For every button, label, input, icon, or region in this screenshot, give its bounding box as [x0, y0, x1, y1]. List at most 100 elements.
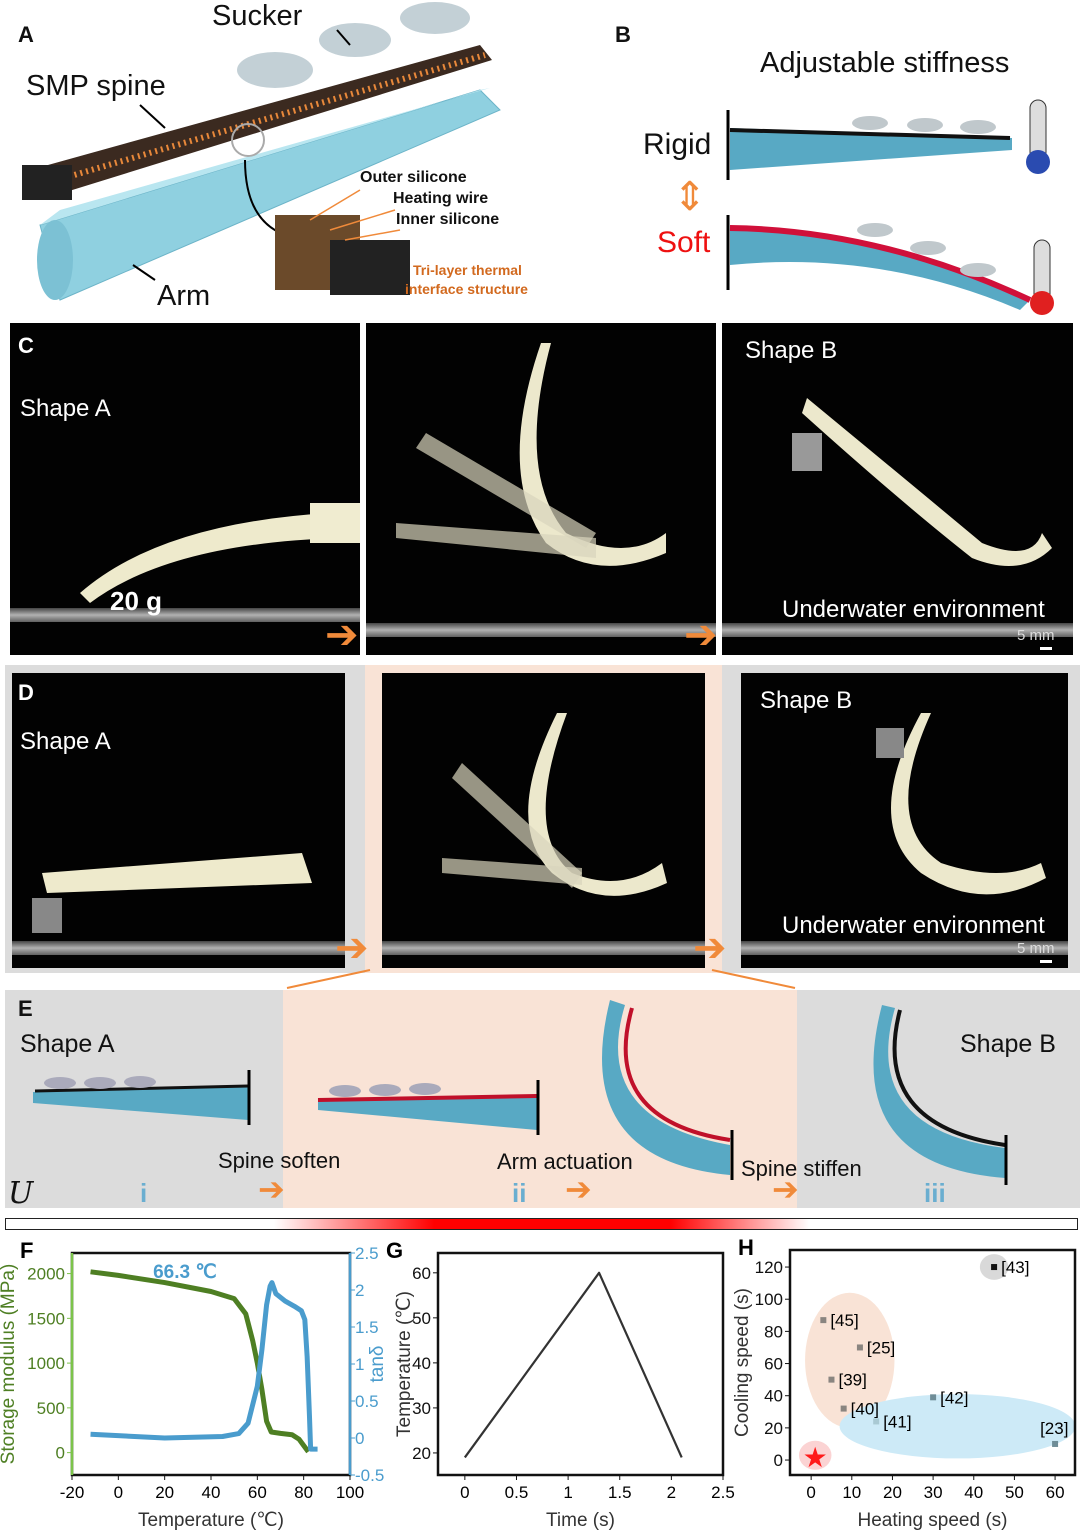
x-tick-label: 0 — [806, 1483, 815, 1502]
x-tick-label: 50 — [1005, 1483, 1024, 1502]
arrow-right-icon: ➔ — [565, 1171, 592, 1207]
spine-soften-label: Spine soften — [218, 1148, 341, 1173]
y-axis-title-G: Temperature (℃) — [394, 1291, 415, 1437]
region-3 — [798, 1440, 832, 1470]
trilayer-label-2: interface structure — [405, 281, 528, 297]
arrow-right-icon: ➔ — [325, 613, 359, 657]
x-tick-label: 20 — [883, 1483, 902, 1502]
arm-end — [37, 220, 73, 300]
shape-b-label-d: Shape B — [760, 687, 853, 714]
arm-shape-b — [873, 1005, 1005, 1178]
plot-frame-H — [788, 1248, 1077, 1477]
spine-soft — [729, 225, 1032, 303]
x-tick-label: 60 — [1046, 1483, 1065, 1502]
data-point-label: [25] — [867, 1338, 895, 1357]
arm-actuated — [602, 1000, 730, 1175]
scale-bar-d — [1040, 960, 1052, 963]
y-tick-label: 80 — [764, 1322, 783, 1341]
data-point — [856, 1344, 863, 1351]
data-point — [820, 1317, 827, 1324]
x-tick-label: 30 — [924, 1483, 943, 1502]
stage-ii-label: ii — [512, 1178, 527, 1208]
detail-circle — [231, 123, 265, 157]
plot-frame-G — [436, 1251, 725, 1477]
chart-label-H: H — [738, 1235, 754, 1260]
x-tick-label: 40 — [964, 1483, 983, 1502]
y-tick-label: 500 — [37, 1399, 65, 1418]
y-tick-label: 40 — [764, 1387, 783, 1406]
data-point-label: [41] — [883, 1412, 911, 1431]
data-point — [840, 1405, 847, 1412]
y2-tick-label: 1 — [355, 1355, 364, 1374]
data-point-label: [23] — [1040, 1419, 1068, 1438]
arm-soft — [730, 228, 1030, 310]
spine-end-block — [22, 165, 72, 200]
y2-tick-label: 0.5 — [355, 1392, 379, 1411]
sucker-1 — [237, 52, 313, 88]
y2-tick-label: 2.5 — [355, 1244, 379, 1263]
arm-actuation-label: Arm actuation — [497, 1149, 633, 1174]
shape-b-label-e: Shape B — [960, 1030, 1056, 1058]
chart-label-G: G — [386, 1238, 403, 1263]
series-temperature — [463, 1271, 683, 1459]
x-axis-title-G: Time (s) — [546, 1510, 615, 1530]
stage-iii-label: iii — [924, 1178, 946, 1208]
data-point-label: [43] — [1001, 1258, 1029, 1277]
region-1 — [839, 1394, 1076, 1459]
y-tick-label: 30 — [412, 1399, 431, 1418]
arrow-right-icon: ➔ — [693, 926, 727, 970]
shape-a-label-e: Shape A — [20, 1030, 115, 1058]
x-tick-label: 0 — [460, 1483, 469, 1502]
y-tick-label: 100 — [755, 1290, 783, 1309]
y-tick-label: 0 — [774, 1451, 783, 1470]
x-axis-title-H: Heating speed (s) — [858, 1510, 1008, 1530]
sucker-3 — [400, 2, 470, 34]
x-tick-label: 80 — [294, 1483, 313, 1502]
panel-label-b: B — [615, 22, 631, 47]
panel-b-title: Adjustable stiffness — [760, 47, 1010, 79]
x-tick-label: 1.5 — [608, 1483, 632, 1502]
data-point-label: [42] — [940, 1388, 968, 1407]
series-storage-modulus — [90, 1269, 311, 1454]
sucker-label: Sucker — [212, 0, 303, 32]
x-tick-label: 0.5 — [505, 1483, 529, 1502]
stiffness-diagram: ⇕ — [673, 99, 1054, 315]
heating-wire-label: Heating wire — [393, 190, 489, 207]
inner-silicone-block — [330, 240, 410, 295]
soft-label: Soft — [657, 226, 711, 259]
photo-d-shape-a — [12, 673, 345, 968]
data-point — [1052, 1440, 1059, 1447]
shape-morphing-diagram — [33, 969, 1008, 1185]
inner-silicone-label: Inner silicone — [396, 211, 500, 228]
double-arrow-icon: ⇕ — [673, 175, 707, 219]
photo-c-transition — [366, 323, 716, 655]
x-tick-label: 2 — [667, 1483, 676, 1502]
y-tick-label: 1000 — [27, 1354, 65, 1373]
temperature-timeline-bar — [5, 1218, 1078, 1230]
arrow-right-icon: ➔ — [335, 926, 369, 970]
y2-axis-title-F: tanδ — [367, 1346, 388, 1383]
y-tick-label: 60 — [764, 1355, 783, 1374]
spine-rigid — [729, 128, 1011, 140]
data-point — [873, 1418, 880, 1425]
data-point — [828, 1376, 835, 1383]
y-tick-label: 20 — [412, 1444, 431, 1463]
y-tick-label: 0 — [56, 1444, 65, 1463]
underwater-label-c: Underwater environment — [782, 596, 1045, 623]
stage-i-label: i — [140, 1178, 148, 1208]
photo-d-transition — [382, 673, 705, 968]
data-point-label: [45] — [830, 1311, 858, 1330]
x-tick-label: 100 — [336, 1483, 364, 1502]
photo-c-shape-a — [10, 323, 360, 655]
panel-label-d: D — [18, 680, 34, 705]
arm-shape-a — [33, 1086, 248, 1120]
series-tan- — [90, 1280, 318, 1452]
arrow-right-icon: ➔ — [684, 613, 718, 657]
y-tick-label: 1500 — [27, 1309, 65, 1328]
shape-a-label-c: Shape A — [20, 395, 111, 422]
logo-u: U — [8, 1176, 34, 1211]
data-point — [991, 1264, 998, 1271]
panel-label-e: E — [18, 996, 33, 1021]
y-tick-label: 2000 — [27, 1265, 65, 1284]
data-point — [930, 1394, 937, 1401]
